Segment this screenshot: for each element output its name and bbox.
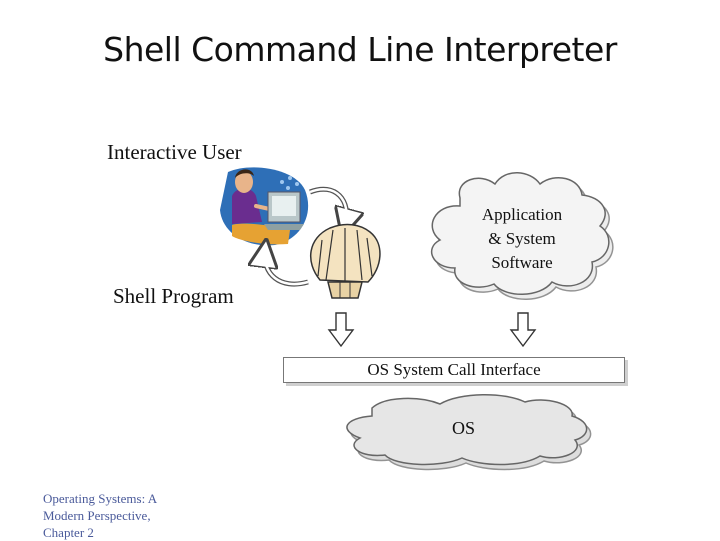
application-software-label: Application & System Software — [462, 203, 582, 275]
os-cloud — [346, 394, 592, 471]
user-at-computer-icon — [220, 167, 309, 246]
footer-line: Chapter 2 — [43, 525, 94, 540]
shell-program-label: Shell Program — [113, 284, 234, 308]
down-arrow-icon — [509, 312, 537, 348]
curved-arrow-icon — [265, 250, 309, 287]
footer-line: Operating Systems: A — [43, 491, 158, 506]
footer-line: Modern Perspective, — [43, 508, 151, 523]
application-line: Software — [491, 253, 553, 272]
system-call-interface-label: OS System Call Interface — [367, 360, 541, 379]
application-line: & System — [488, 229, 556, 248]
curved-arrow-icon — [309, 186, 347, 226]
interactive-user-label: Interactive User — [107, 140, 242, 164]
os-label: OS — [452, 418, 476, 438]
application-cloud — [430, 172, 614, 300]
down-arrow-icon — [327, 312, 355, 348]
slide-title: Shell Command Line Interpreter — [103, 30, 617, 69]
application-line: Application — [481, 205, 563, 224]
slide-footer: Operating Systems: A Modern Perspective,… — [43, 490, 157, 541]
system-call-interface-box: OS System Call Interface — [283, 357, 625, 383]
shell-icon — [310, 223, 381, 299]
